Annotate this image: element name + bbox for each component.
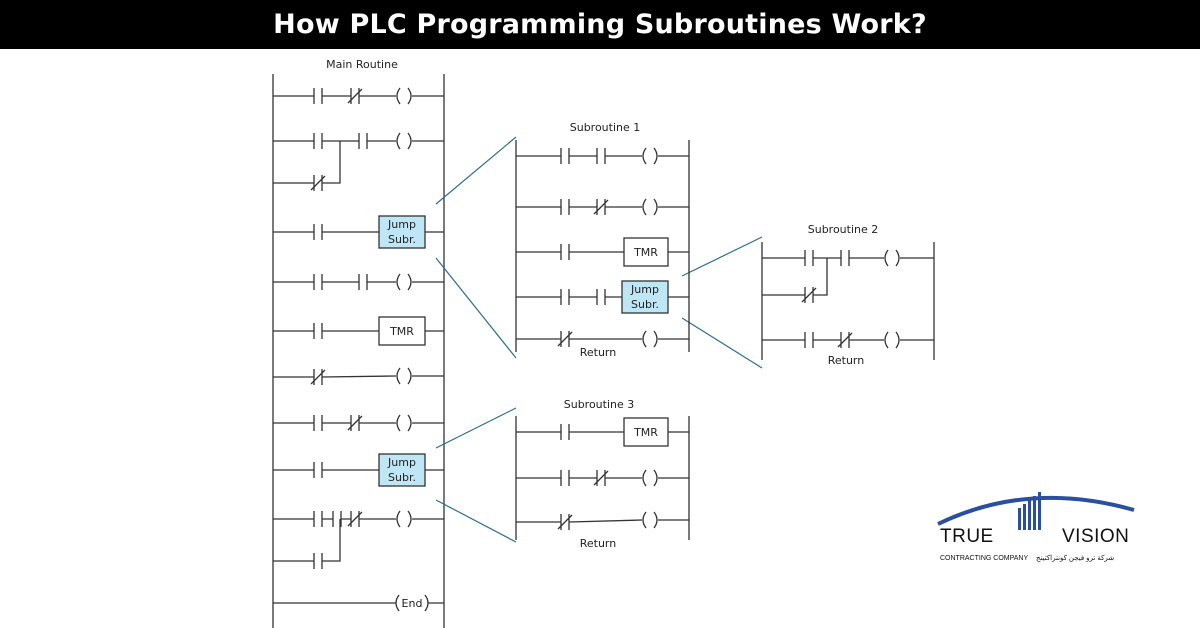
subroutine-1-jump-line1: Jump [630, 283, 659, 296]
subroutine-1-title: Subroutine 1 [570, 121, 641, 134]
subroutine-1-jump-line2: Subr. [631, 298, 659, 311]
main-end-label: End [402, 597, 423, 610]
logo-mark [937, 492, 1135, 530]
logo-tagline: CONTRACTING COMPANY [940, 555, 1029, 562]
subroutine-1 [515, 140, 690, 352]
main-jump-2-line1: Jump [387, 456, 416, 469]
logo-tagline-arabic: شركة ترو فيجن كونتراكتينج [1035, 555, 1115, 562]
zoom-lines [435, 136, 763, 543]
main-rung-4 [273, 273, 444, 291]
main-routine-title: Main Routine [326, 58, 398, 71]
main-jump-1-line1: Jump [387, 218, 416, 231]
subroutine-2-title: Subroutine 2 [808, 223, 879, 236]
subroutine-3-timer-label: TMR [633, 426, 658, 439]
main-rung-3 [273, 215, 444, 249]
company-logo: TRUE VISION CONTRACTING COMPANY شركة ترو… [934, 484, 1140, 574]
subroutine-2 [761, 242, 935, 360]
main-timer-label: TMR [389, 325, 414, 338]
main-rung-end [273, 594, 444, 612]
main-rung-5 [273, 316, 444, 346]
main-rung-9 [273, 510, 444, 569]
main-routine [272, 74, 445, 628]
main-rung-7 [273, 414, 444, 432]
subroutine-1-timer-label: TMR [633, 246, 658, 259]
main-jump-1-line2: Subr. [388, 233, 416, 246]
main-rung-8 [273, 453, 444, 487]
main-rung-2 [273, 132, 444, 191]
subroutine-3-return-label: Return [580, 537, 617, 550]
subroutine-2-return-label: Return [828, 354, 865, 367]
main-jump-2-line2: Subr. [388, 471, 416, 484]
logo-word-vision: VISION [1062, 526, 1130, 547]
subroutine-3-title: Subroutine 3 [564, 398, 635, 411]
main-rung-6 [273, 367, 444, 385]
main-rung-1 [273, 87, 444, 105]
title-bar: How PLC Programming Subroutines Work? [0, 0, 1200, 49]
subroutine-1-return-label: Return [580, 346, 617, 359]
logo-word-true: TRUE [940, 526, 994, 547]
subroutine-3 [515, 416, 690, 540]
page-title: How PLC Programming Subroutines Work? [273, 9, 927, 40]
